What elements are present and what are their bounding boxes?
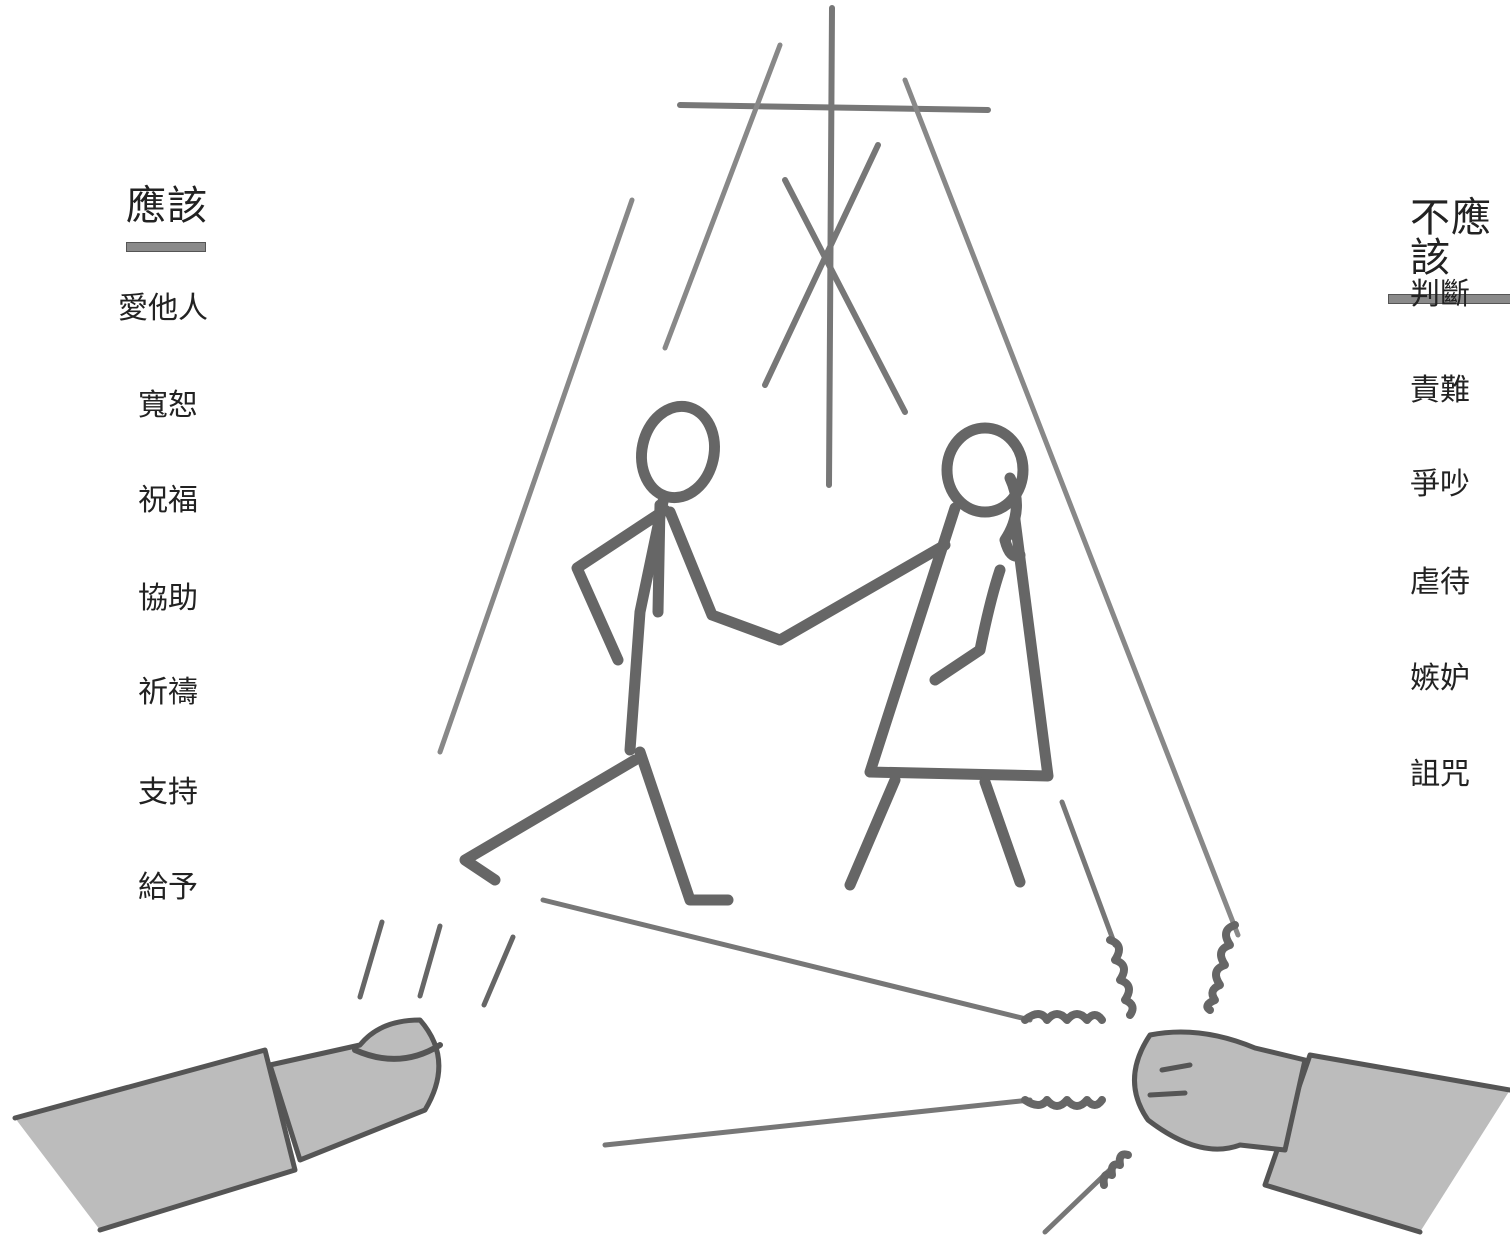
man-figure — [465, 400, 780, 900]
list-item: 愛他人 — [118, 294, 208, 324]
open-hand-icon — [15, 1020, 440, 1230]
woman-figure — [780, 428, 1048, 885]
list-item: 判斷 — [1410, 280, 1470, 310]
list-item: 虐待 — [1410, 568, 1470, 598]
list-item: 責難 — [1410, 376, 1470, 406]
should-title: 應該 — [126, 186, 216, 226]
list-item: 協助 — [138, 584, 198, 614]
list-item: 嫉妒 — [1410, 664, 1470, 694]
list-item: 爭吵 — [1410, 470, 1470, 500]
list-item: 詛咒 — [1410, 760, 1470, 790]
list-item: 祝福 — [138, 486, 198, 516]
should-column: 應該 愛他人 寬恕 祝福 協助 祈禱 支持 給予 — [126, 186, 216, 252]
should-not-column: 不應該 判斷 責難 爭吵 虐待 嫉妒 詛咒 — [1410, 198, 1510, 304]
cross-icon — [680, 8, 988, 485]
should-not-title: 不應該 — [1410, 198, 1510, 278]
giving-rays — [360, 922, 513, 1005]
list-item: 祈禱 — [138, 678, 198, 708]
list-item: 支持 — [138, 778, 198, 808]
should-title-underline — [126, 242, 206, 252]
list-item: 給予 — [138, 873, 198, 903]
list-item: 寬恕 — [138, 391, 198, 421]
fist-icon — [1134, 1032, 1510, 1232]
